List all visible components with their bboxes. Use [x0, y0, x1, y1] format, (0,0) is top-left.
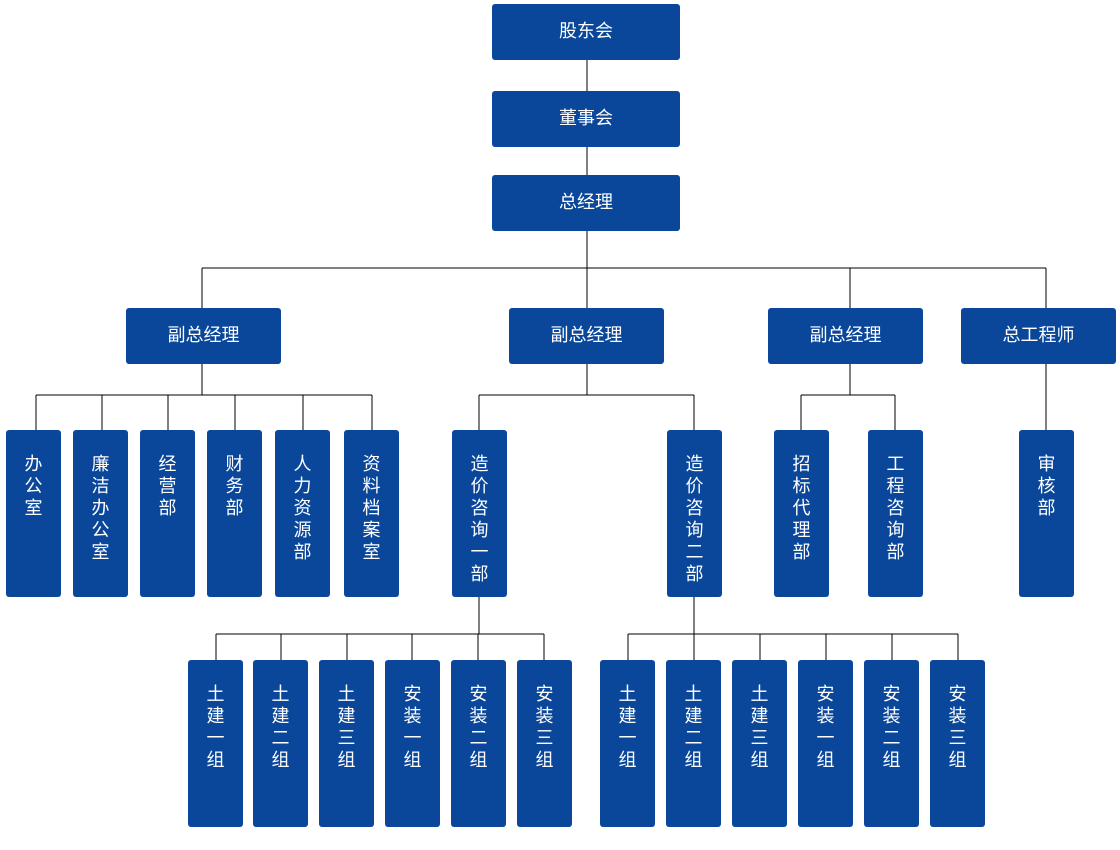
vice-gm-1-box: 副总经理: [126, 308, 281, 364]
vice-gm-3-box: 副总经理: [768, 308, 923, 364]
general-manager-label: 总经理: [559, 192, 613, 213]
group-box: 土 建 二 组: [253, 660, 308, 827]
cost-consult-2-dept: 造 价 咨 询 二 部: [667, 430, 722, 597]
office-dept: 办 公 室: [6, 430, 61, 597]
vice-gm-2-box: 副总经理: [509, 308, 664, 364]
cost-consult-1-dept-label: 造 价 咨 询 一 部: [470, 454, 489, 585]
tender-agency-dept: 招 标 代 理 部: [774, 430, 829, 597]
vice-gm-2-label: 副总经理: [550, 325, 623, 346]
group-label: 安 装 一 组: [816, 684, 835, 771]
group-box: 土 建 一 组: [600, 660, 655, 827]
group-box: 土 建 三 组: [732, 660, 787, 827]
group-box: 安 装 一 组: [385, 660, 440, 827]
archives-dept: 资 料 档 案 室: [344, 430, 399, 597]
group-box: 安 装 二 组: [451, 660, 506, 827]
group-box: 安 装 三 组: [930, 660, 985, 827]
tender-agency-dept-label: 招 标 代 理 部: [792, 454, 811, 563]
group-label: 安 装 三 组: [948, 684, 967, 771]
group-label: 土 建 二 组: [271, 684, 290, 771]
engineering-consult-dept-label: 工 程 咨 询 部: [886, 454, 905, 563]
shareholders-box: 股东会: [492, 4, 680, 60]
integrity-office-dept: 廉 洁 办 公 室: [73, 430, 128, 597]
group-box: 土 建 三 组: [319, 660, 374, 827]
group-label: 安 装 二 组: [469, 684, 488, 771]
audit-dept-label: 审 核 部: [1037, 454, 1056, 519]
finance-dept: 财 务 部: [207, 430, 262, 597]
board-box: 董事会: [492, 91, 680, 147]
hr-dept: 人 力 资 源 部: [275, 430, 330, 597]
group-label: 安 装 二 组: [882, 684, 901, 771]
group-box: 土 建 一 组: [188, 660, 243, 827]
audit-dept: 审 核 部: [1019, 430, 1074, 597]
vice-gm-3-label: 副总经理: [809, 325, 882, 346]
group-box: 安 装 一 组: [798, 660, 853, 827]
vice-gm-1-label: 副总经理: [167, 325, 240, 346]
operations-dept: 经 营 部: [140, 430, 195, 597]
group-box: 安 装 三 组: [517, 660, 572, 827]
office-dept-label: 办 公 室: [24, 454, 43, 519]
cost-consult-2-dept-label: 造 价 咨 询 二 部: [685, 454, 704, 585]
group-label: 安 装 三 组: [535, 684, 554, 771]
chief-engineer-label: 总工程师: [1002, 325, 1075, 346]
integrity-office-dept-label: 廉 洁 办 公 室: [91, 454, 110, 563]
group-box: 土 建 二 组: [666, 660, 721, 827]
shareholders-label: 股东会: [559, 21, 613, 42]
chief-engineer-box: 总工程师: [961, 308, 1116, 364]
general-manager-box: 总经理: [492, 175, 680, 231]
group-label: 土 建 一 组: [618, 684, 637, 771]
hr-dept-label: 人 力 资 源 部: [293, 454, 312, 563]
operations-dept-label: 经 营 部: [158, 454, 177, 519]
finance-dept-label: 财 务 部: [225, 454, 244, 519]
group-label: 土 建 三 组: [750, 684, 769, 771]
group-box: 安 装 二 组: [864, 660, 919, 827]
engineering-consult-dept: 工 程 咨 询 部: [868, 430, 923, 597]
group-label: 安 装 一 组: [403, 684, 422, 771]
group-label: 土 建 三 组: [337, 684, 356, 771]
group-label: 土 建 二 组: [684, 684, 703, 771]
group-label: 土 建 一 组: [206, 684, 225, 771]
board-label: 董事会: [559, 108, 613, 129]
archives-dept-label: 资 料 档 案 室: [362, 454, 381, 563]
cost-consult-1-dept: 造 价 咨 询 一 部: [452, 430, 507, 597]
